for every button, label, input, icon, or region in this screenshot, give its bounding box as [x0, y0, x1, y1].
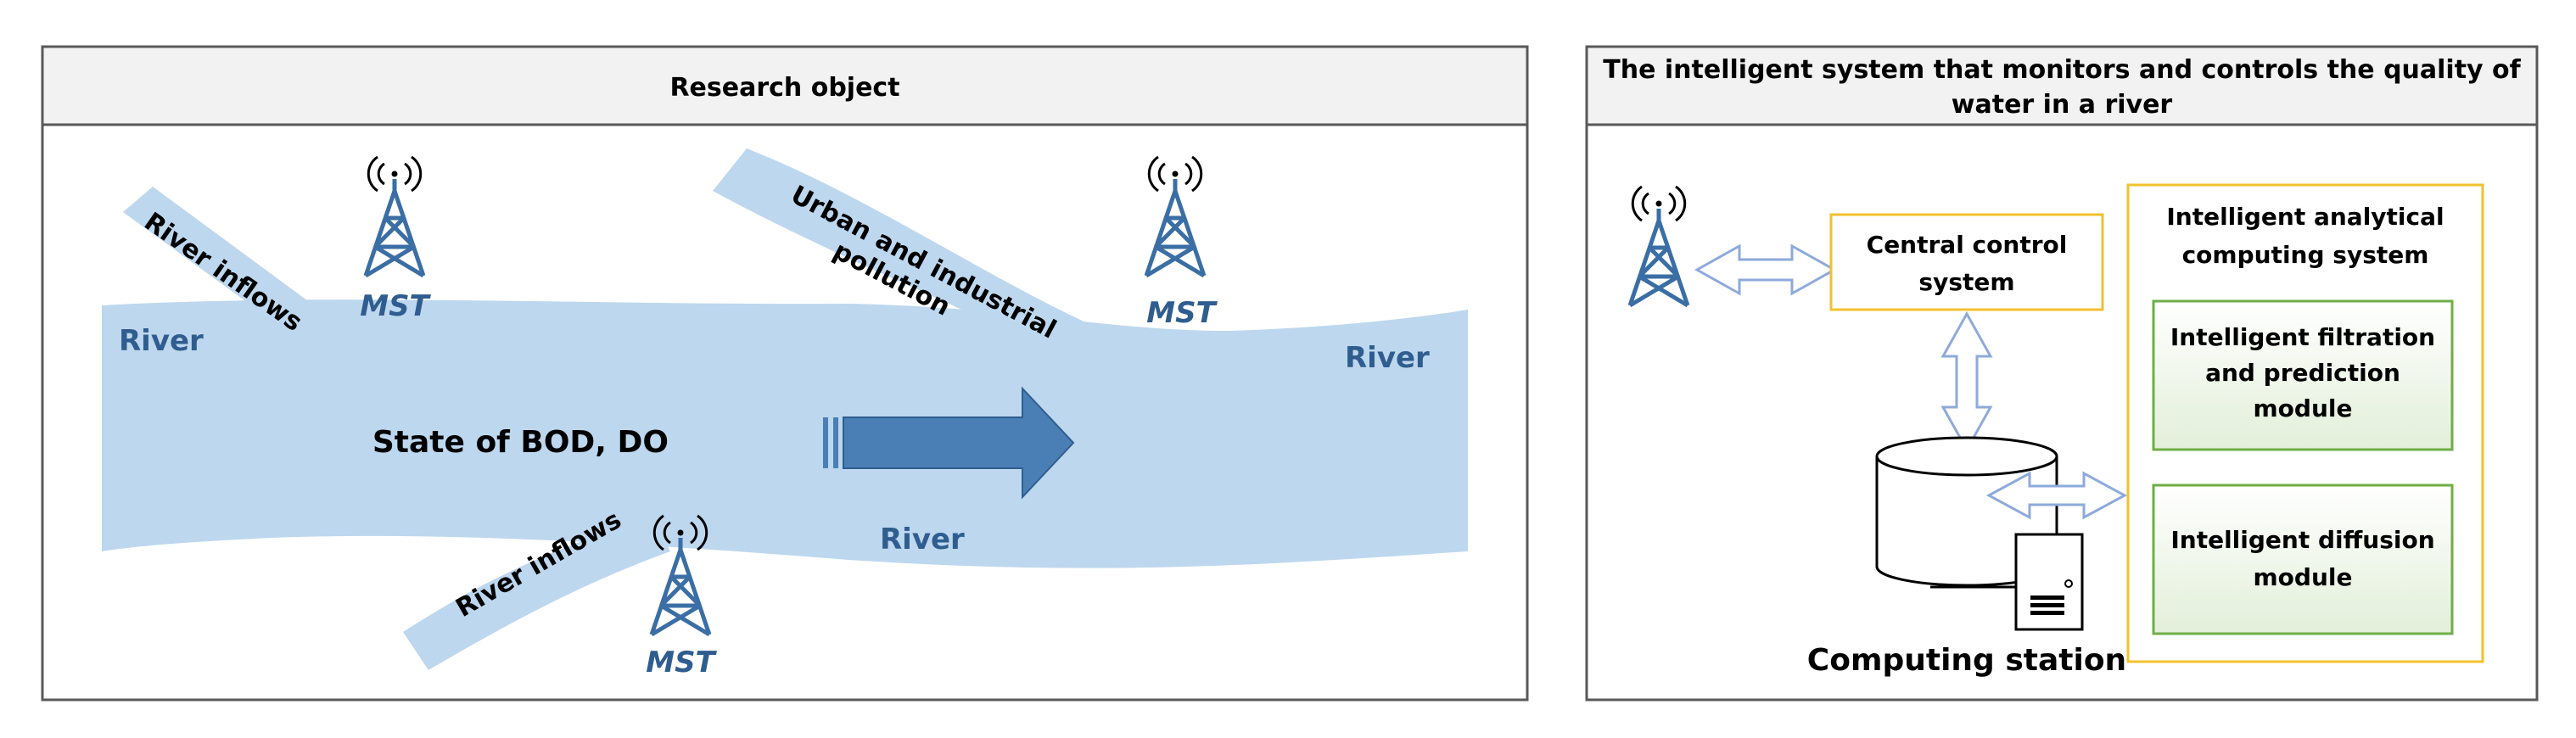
mst-label: MST — [1146, 296, 1218, 330]
river-label-bottom: River — [880, 523, 965, 556]
filtration-label-line3: module — [2254, 394, 2353, 422]
flow-arrow-icon — [823, 386, 1075, 500]
computing-station-label: Computing station — [1807, 643, 2126, 678]
pollution-stream — [713, 148, 1095, 335]
server-icon — [1930, 533, 2084, 631]
river-inflow-bottom — [403, 517, 670, 670]
river-body — [102, 299, 1468, 568]
filtration-label-line1: Intelligent filtration — [2170, 323, 2435, 351]
river-label-left: River — [119, 324, 204, 358]
research-object-title: Research object — [669, 73, 899, 103]
double-arrow-icon — [1985, 471, 2128, 520]
filtration-prediction-module-box — [2152, 299, 2454, 451]
intelligent-system-title-line2: water in a river — [1952, 90, 2173, 120]
central-control-label-line2: system — [1918, 268, 2014, 296]
mst-label: MST — [360, 289, 431, 323]
research-object-header — [41, 45, 1529, 126]
research-object-panel: Research object State of BOD, DO River R… — [41, 45, 1529, 702]
intelligent-system-panel: The intelligent system that monitors and… — [1585, 45, 2539, 702]
mst-label: MST — [646, 646, 717, 679]
river-inflow-top — [123, 187, 314, 314]
intelligent-system-header — [1585, 45, 2539, 126]
state-bod-do-label: State of BOD, DO — [372, 425, 669, 460]
intelligent-system-title-line1: The intelligent system that monitors and… — [1603, 55, 2521, 85]
river-label-right: River — [1345, 341, 1430, 375]
central-control-label-line1: Central control — [1867, 231, 2068, 259]
analytical-label-line2: computing system — [2182, 241, 2429, 269]
filtration-label-line2: and prediction — [2205, 359, 2400, 387]
diffusion-label-line1: Intelligent diffusion — [2170, 526, 2434, 554]
analytical-label-line1: Intelligent analytical — [2166, 203, 2444, 231]
diffusion-module-box — [2152, 484, 2454, 635]
diffusion-label-line2: module — [2254, 563, 2353, 591]
central-control-system-box — [1829, 213, 2104, 311]
